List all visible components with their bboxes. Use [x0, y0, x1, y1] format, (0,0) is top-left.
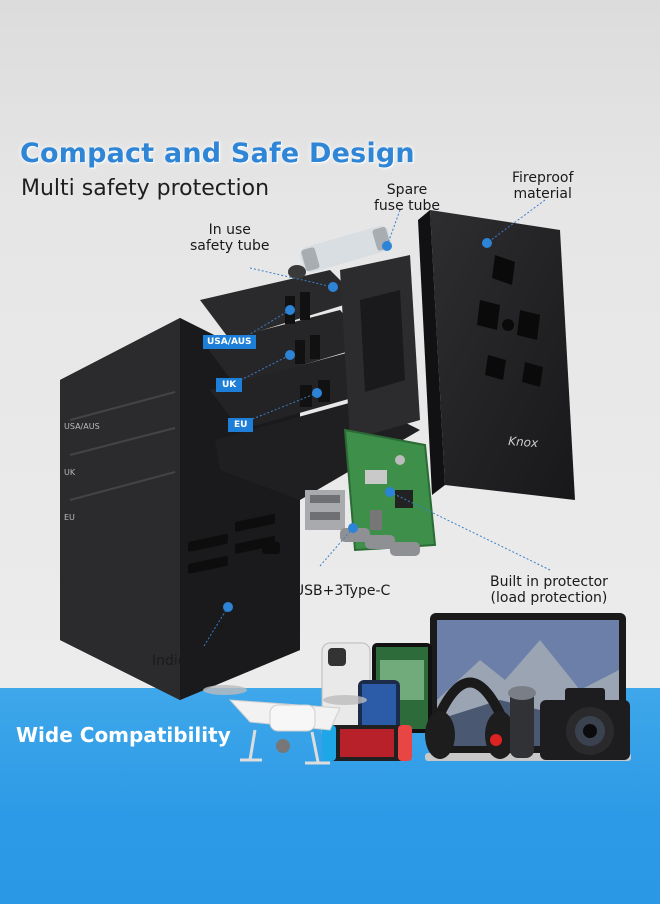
shaver-icon	[508, 686, 536, 758]
label-spare-fuse: Spare fuse tube	[374, 182, 440, 214]
page-subtitle: Multi safety protection	[21, 176, 270, 201]
label-protector-line2: (load protection)	[490, 590, 608, 606]
label-fireproof-line2: material	[513, 186, 572, 202]
callout-dots	[223, 238, 492, 612]
side-label-uk: UK	[64, 468, 76, 477]
fuse-tube	[288, 225, 392, 279]
wide-compatibility-text: Wide Compatibility	[16, 723, 231, 747]
label-fireproof-line1: Fireproof	[512, 170, 574, 186]
callout-lines	[203, 199, 551, 647]
game-console-icon	[322, 725, 412, 761]
front-panel	[418, 210, 575, 500]
brand-logo: Knox	[508, 434, 540, 450]
camera-icon	[540, 688, 630, 760]
label-protector-line1: Built in protector	[490, 574, 608, 590]
tag-eu: EU	[228, 418, 254, 432]
tag-uk: UK	[216, 378, 243, 392]
page-title: Compact and Safe Design	[20, 138, 415, 169]
label-spare-fuse-line1: Spare	[386, 182, 428, 198]
side-label-eu: EU	[64, 513, 75, 522]
label-protector: Built in protector (load protection)	[490, 574, 608, 606]
headphones-icon	[425, 677, 515, 759]
label-fireproof: Fireproof material	[512, 170, 573, 202]
label-indicator: Indicator light	[152, 653, 250, 669]
label-ports: 2USB+3Type-C	[285, 583, 391, 599]
label-spare-fuse-line2: fuse tube	[374, 198, 441, 214]
drone-icon	[203, 685, 367, 765]
label-in-use: In use safety tube	[190, 222, 270, 254]
plug-sliders	[200, 255, 420, 500]
label-in-use-line2: safety tube	[190, 238, 270, 254]
label-in-use-line1: In use	[208, 222, 251, 238]
side-label-usa-aus: USA/AUS	[64, 422, 100, 431]
tag-usa-aus: USA/AUS	[203, 335, 256, 349]
